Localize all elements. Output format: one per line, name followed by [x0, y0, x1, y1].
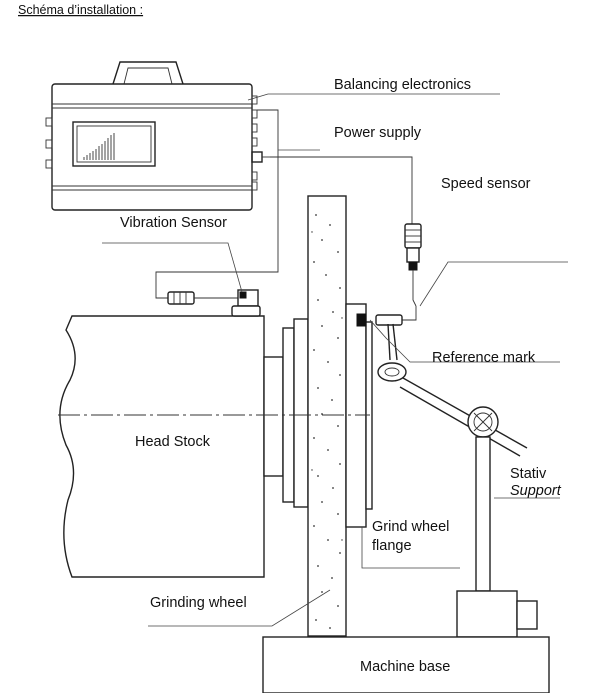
vibration-sensor [167, 289, 261, 317]
label-grind-wheel: Grind wheel [372, 519, 449, 535]
leader-reference-mark [369, 319, 560, 363]
leader-vibration-sensor [102, 242, 243, 293]
vibration-cable [155, 109, 279, 299]
label-head-stock: Head Stock [135, 434, 211, 450]
label-speed-sensor: Speed sensor [441, 176, 531, 192]
screen-bargraph-icon [83, 133, 115, 160]
label-power-supply: Power supply [334, 125, 422, 141]
label-flange: flange [372, 538, 412, 554]
reference-mark-block [356, 313, 367, 327]
stand-arm [377, 323, 528, 457]
leader-speed-sensor [419, 261, 568, 307]
stand-post [456, 436, 538, 638]
label-machine-base: Machine base [360, 659, 450, 675]
label-grinding-wheel: Grinding wheel [150, 595, 247, 611]
machine-base [262, 636, 550, 693]
leader-balancing-electronics [247, 93, 500, 101]
speed-sensor-cable [270, 156, 413, 224]
head-stock [59, 315, 309, 578]
leader-grinding-wheel [148, 589, 331, 627]
label-reference-mark: Reference mark [432, 350, 536, 366]
diagram-title: Schéma d’installation : [18, 3, 143, 17]
label-vibration-sensor: Vibration Sensor [120, 215, 227, 231]
label-support: Support [510, 483, 562, 499]
grind-wheel-flange [345, 303, 373, 528]
balancing-electronics-unit [45, 61, 270, 211]
speed-sensor [375, 223, 422, 326]
grinding-wheel [307, 195, 347, 637]
label-balancing-electronics: Balancing electronics [334, 77, 471, 93]
leader-grind-wheel-flange [361, 527, 460, 569]
label-stativ: Stativ [510, 466, 547, 482]
